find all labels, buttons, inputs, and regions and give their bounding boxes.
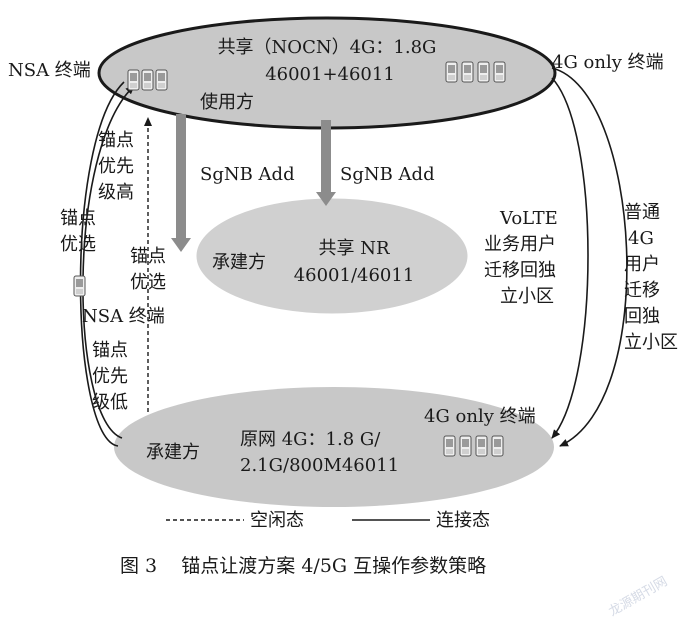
bottom-ellipse [114,387,554,507]
anchor-low-label-2: 优先 [92,366,128,387]
sgnb-right-label: SgNB Add [340,164,435,185]
volte-label-2: 业务用户 [484,234,556,255]
top-ellipse-role: 使用方 [200,92,254,113]
normal-4g-label-1: 普通 [624,202,660,223]
middle-ellipse-line2: 46001/46011 [294,265,415,286]
anchor-high-label-2: 优先 [98,156,134,177]
connected-arrow-right-outer [551,67,628,447]
middle-ellipse-line1: 共享 NR [318,238,389,259]
phone-icon-group-top-left [127,69,168,91]
legend: 空闲态 连接态 [166,510,490,531]
bottom-terminal-label: 4G only 终端 [424,406,536,427]
anchor-low-label-1: 锚点 [92,340,128,361]
nsa-terminal-mid-label: NSA 终端 [82,306,165,327]
anchor-high-label-1: 锚点 [98,130,134,151]
volte-label-1: VoLTE [499,208,558,229]
phone-icon-nsa [73,275,86,297]
bottom-ellipse-line1: 原网 4G：1.8 G/ [240,429,381,450]
only-terminal-top-label: 4G only 终端 [552,52,664,73]
middle-ellipse-role: 承建方 [212,252,266,273]
legend-idle-label: 空闲态 [250,510,304,531]
figure-caption: 图 3 锚点让渡方案 4/5G 互操作参数策略 [120,555,486,577]
connected-arrow-right-inner [551,77,589,439]
anchor-low-label-3: 级低 [92,392,128,413]
sgnb-left-label: SgNB Add [200,164,295,185]
nsa-terminal-top-label: NSA 终端 [8,60,91,81]
anchor-high-label-3: 级高 [98,182,134,203]
volte-label-3: 迁移回独 [484,260,556,281]
normal-4g-label-4: 迁移 [624,280,660,301]
legend-connected-label: 连接态 [436,510,490,531]
top-ellipse-line1: 共享（NOCN）4G：1.8G [218,37,437,58]
normal-4g-label-3: 用户 [624,254,660,275]
normal-4g-label-6: 立小区 [624,332,678,353]
normal-4g-label-2: 4G [628,228,654,249]
volte-label-4: 立小区 [500,286,554,307]
sgnb-arrow-right [316,120,336,206]
top-ellipse-line2: 46001+46011 [265,64,395,85]
bottom-ellipse-line2: 2.1G/800M46011 [240,455,399,476]
normal-4g-label-5: 回独 [624,306,660,327]
sgnb-arrow-left [171,114,191,252]
anchor-pref-left-label-2: 优选 [60,234,96,255]
anchor-pref-mid-label-2: 优选 [130,272,166,293]
anchor-pref-mid-label-1: 锚点 [130,246,166,267]
anchor-pref-left-label-1: 锚点 [60,208,96,229]
watermark: 龙源期刊网 [606,574,670,619]
bottom-ellipse-role: 承建方 [146,442,200,463]
